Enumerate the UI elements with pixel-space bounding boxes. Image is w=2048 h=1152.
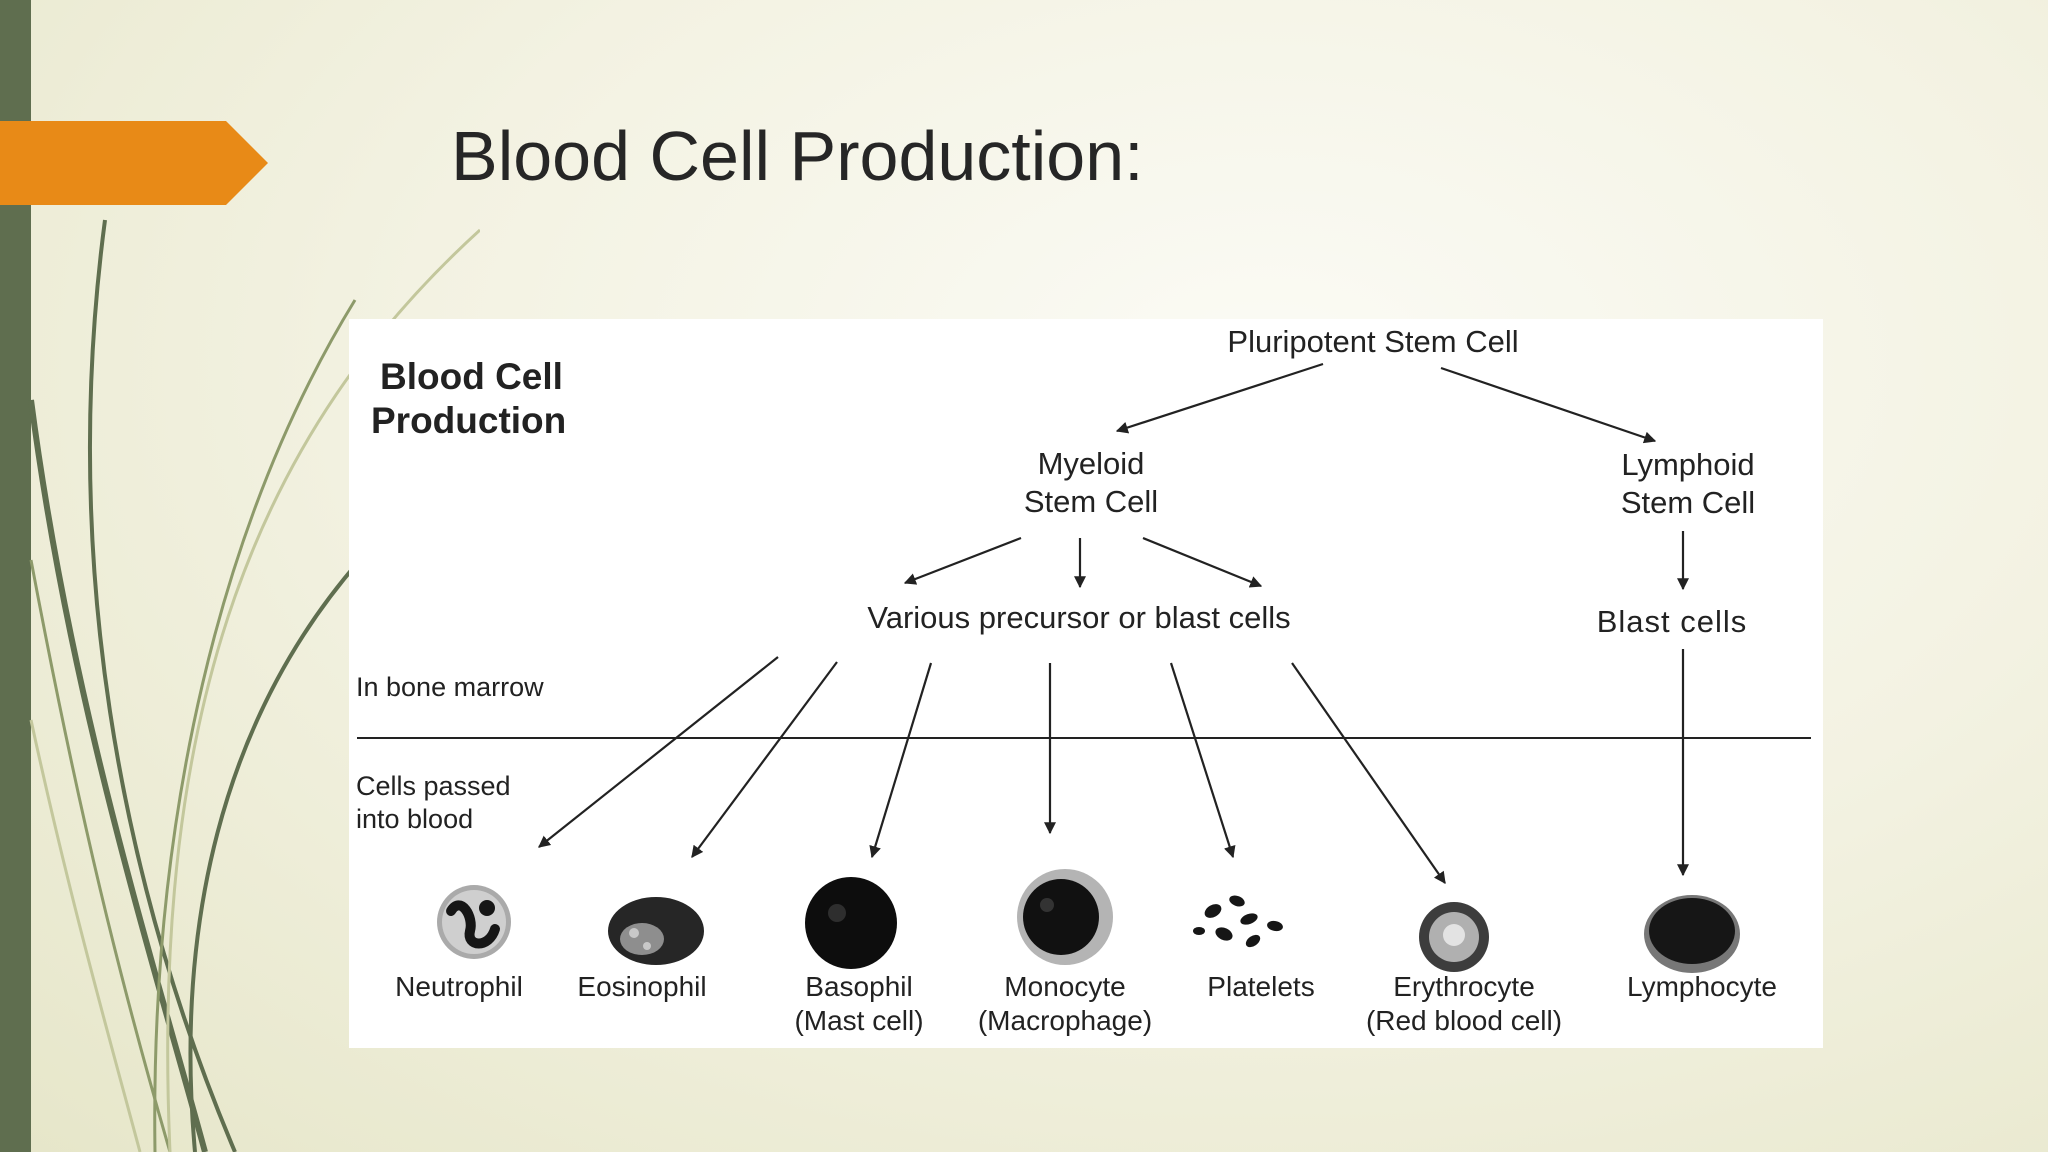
arrow-to-neutrophil [538,656,779,848]
neutrophil-icon [437,885,511,959]
zone-bone-marrow-label: In bone marrow [356,672,544,702]
node-lymphoid-blast-cells: Blast cells [1596,604,1748,639]
arrow-to-erythrocyte [1291,662,1446,884]
diagram-arrows [357,362,1811,973]
arrow-to-eosinophil [691,661,838,858]
basophil-icon [805,877,897,969]
cell-subtitle: (Mast cell) [794,1004,924,1036]
cell-label-basophil: Basophil (Mast cell) [769,970,949,1037]
cell-name: Lymphocyte [1627,971,1777,1002]
arrow-to-platelets [1169,662,1236,859]
decorative-strokes [28,219,480,1152]
arrow-root-to-lymphoid [1440,366,1657,444]
title-accent-arrow [0,121,268,205]
cell-name: Platelets [1207,971,1315,1002]
node-lymphoid-stem-cell: Lymphoid Stem Cell [1568,446,1808,522]
cell-name: Erythrocyte [1393,971,1535,1002]
eosinophil-icon [608,897,704,965]
arrow-myeloid-right [1142,536,1263,588]
arrow-root-to-myeloid [1115,362,1324,434]
cell-label-lymphocyte: Lymphocyte [1602,970,1802,1004]
myeloid-line2: Stem Cell [1023,483,1159,519]
myeloid-line1: Myeloid [1037,446,1145,481]
cell-label-eosinophil: Eosinophil [557,970,727,1004]
cell-subtitle: (Macrophage) [977,1004,1153,1036]
lymphocyte-icon [1644,895,1740,973]
diagram-panel: Blood Cell Production Pluripotent Stem C… [349,319,1823,1048]
cell-label-monocyte: Monocyte (Macrophage) [960,970,1170,1037]
arrow-myeloid-left [903,536,1022,585]
cell-name: Neutrophil [395,971,523,1002]
zone-blood-line1: Cells passed [356,771,511,801]
cell-name: Basophil [805,971,913,1002]
cell-label-erythrocyte: Erythrocyte (Red blood cell) [1339,970,1589,1037]
cell-label-neutrophil: Neutrophil [379,970,539,1004]
slide-title: Blood Cell Production: [451,117,1144,195]
monocyte-icon [1017,869,1113,965]
zone-blood-label: Cells passed into blood [356,770,511,836]
erythrocyte-icon [1419,902,1489,972]
diagram-heading-line2: Production [371,400,567,442]
node-pluripotent-stem-cell: Pluripotent Stem Cell [1227,324,1519,359]
cell-name: Eosinophil [577,971,707,1002]
lymphoid-line1: Lymphoid [1621,447,1755,482]
diagram-heading: Blood Cell Production [371,355,566,444]
node-myeloid-precursors: Various precursor or blast cells [867,600,1291,635]
node-myeloid-stem-cell: Myeloid Stem Cell [966,445,1216,521]
cell-label-platelets: Platelets [1181,970,1341,1004]
cell-subtitle: (Red blood cell) [1365,1004,1563,1036]
zone-blood-line2: into blood [356,803,474,834]
platelets-icon [1193,895,1283,948]
cell-name: Monocyte [1004,971,1126,1002]
diagram-heading-line1: Blood Cell [380,356,563,397]
lymphoid-line2: Stem Cell [1620,484,1756,520]
arrow-to-basophil [869,662,933,859]
